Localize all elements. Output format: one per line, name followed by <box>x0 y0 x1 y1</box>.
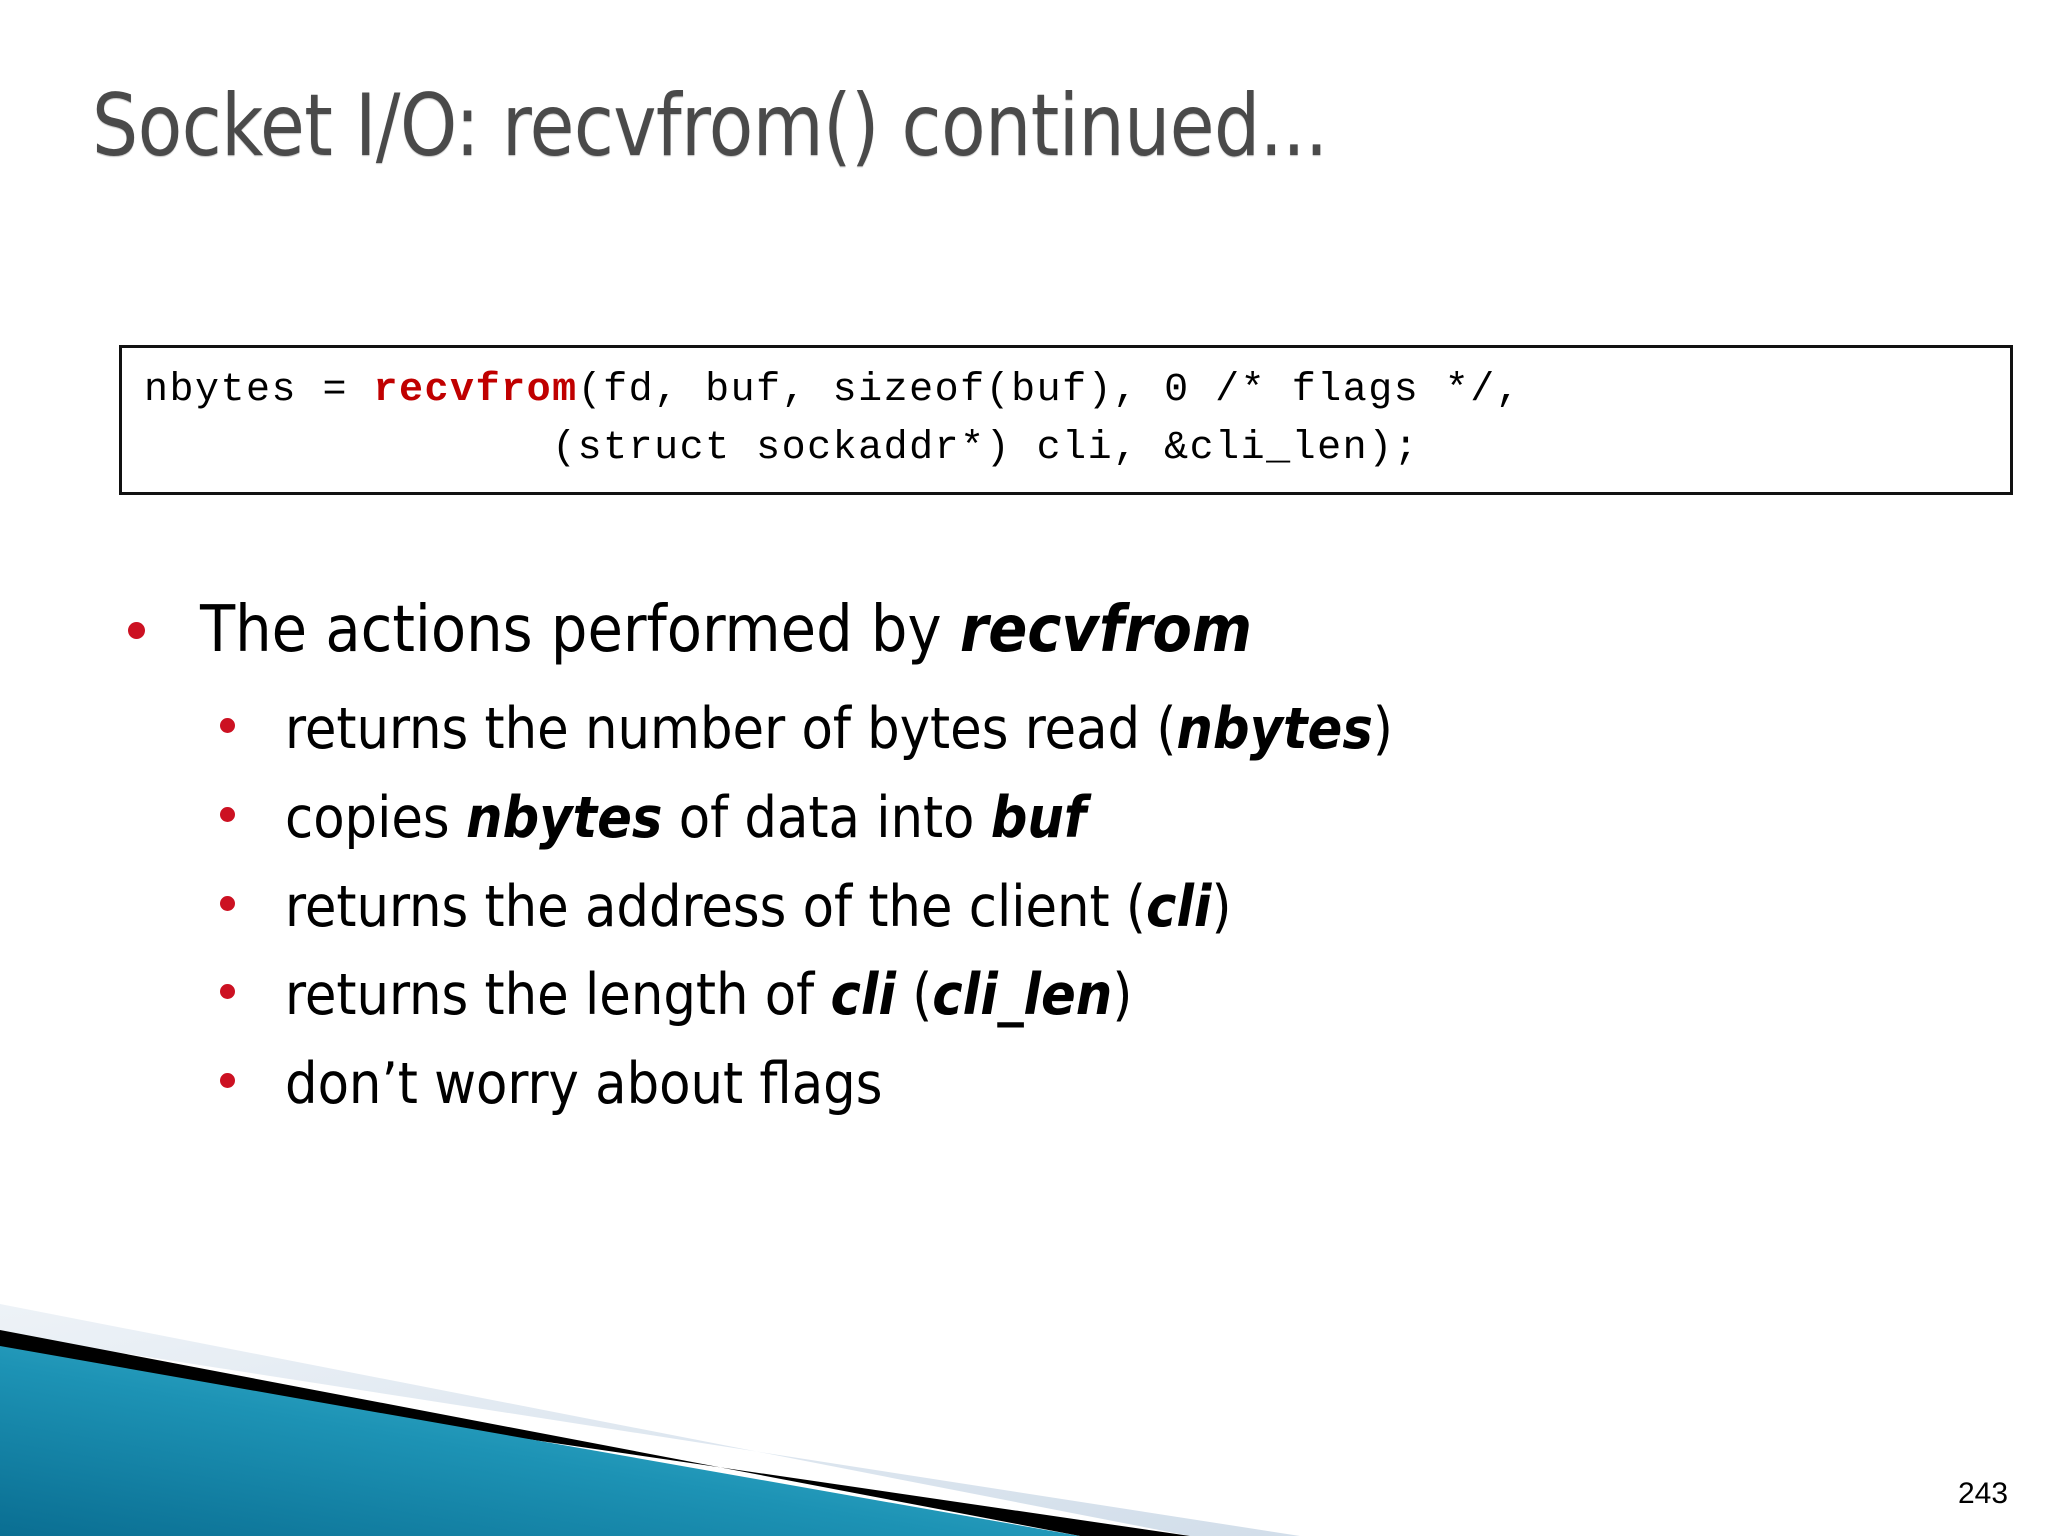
bullet-dot-icon <box>220 1073 235 1089</box>
corner-pale-band <box>0 1304 1300 1536</box>
list-item: don’t worry about flags <box>120 1043 1920 1126</box>
list-item-emphasis-2: buf <box>990 785 1087 852</box>
list-item-emphasis-2: cli_len <box>932 962 1113 1029</box>
list-item: copies nbytes of data into buf <box>120 777 1920 860</box>
list-item-text-post: ( <box>895 962 933 1029</box>
list-item-text-post: ) <box>1372 696 1393 763</box>
code-line-1-pre: nbytes = <box>144 368 374 413</box>
code-keyword-recvfrom: recvfrom <box>373 368 578 413</box>
corner-decoration <box>0 1286 1300 1536</box>
bullet-level1-text: The actions performed by <box>200 593 960 667</box>
list-item: returns the number of bytes read (nbytes… <box>120 688 1920 771</box>
list-item-emphasis: cli <box>830 962 896 1029</box>
list-item-text: don’t worry about flags <box>285 1051 883 1118</box>
list-item-emphasis: nbytes <box>1176 696 1373 763</box>
code-block: nbytes = recvfrom(fd, buf, sizeof(buf), … <box>119 345 2013 495</box>
list-item-text: returns the length of <box>285 962 831 1029</box>
list-item-emphasis: nbytes <box>465 785 663 852</box>
code-line-1-post: (fd, buf, sizeof(buf), 0 /* flags */, <box>577 368 1522 413</box>
list-item-text-post: of data into <box>662 785 991 852</box>
list-item-text-post: ) <box>1211 873 1232 940</box>
bullet-dot-icon <box>128 622 145 639</box>
corner-decoration-svg <box>0 1304 1300 1536</box>
bullet-level1-emphasis: recvfrom <box>959 593 1252 667</box>
list-item-text: returns the number of bytes read ( <box>285 696 1177 763</box>
list-item-text: copies <box>285 785 466 852</box>
bullet-dot-icon <box>220 895 235 911</box>
bullet-dot-icon <box>220 984 235 1000</box>
code-line-2: (struct sockaddr*) cli, &cli_len); <box>144 426 1420 471</box>
corner-black-stripe <box>0 1330 1190 1536</box>
bullet-level1: The actions performed by recvfrom <box>120 588 1920 672</box>
list-item: returns the address of the client (cli) <box>120 866 1920 949</box>
bullet-dot-icon <box>220 718 235 734</box>
corner-teal-wedge <box>0 1346 1080 1536</box>
code-line-1: nbytes = recvfrom(fd, buf, sizeof(buf), … <box>144 362 1521 420</box>
bullet-dot-icon <box>220 807 235 823</box>
page-title: Socket I/O: recvfrom() continued... <box>92 76 1328 176</box>
list-item-emphasis: cli <box>1145 873 1212 940</box>
list-item-text-post-2: ) <box>1112 962 1133 1029</box>
bullet-list: The actions performed by recvfrom return… <box>120 588 1920 1132</box>
list-item: returns the length of cli (cli_len) <box>120 954 1920 1037</box>
list-item-text: returns the address of the client ( <box>285 873 1146 940</box>
slide-number: 243 <box>1958 1477 2009 1510</box>
